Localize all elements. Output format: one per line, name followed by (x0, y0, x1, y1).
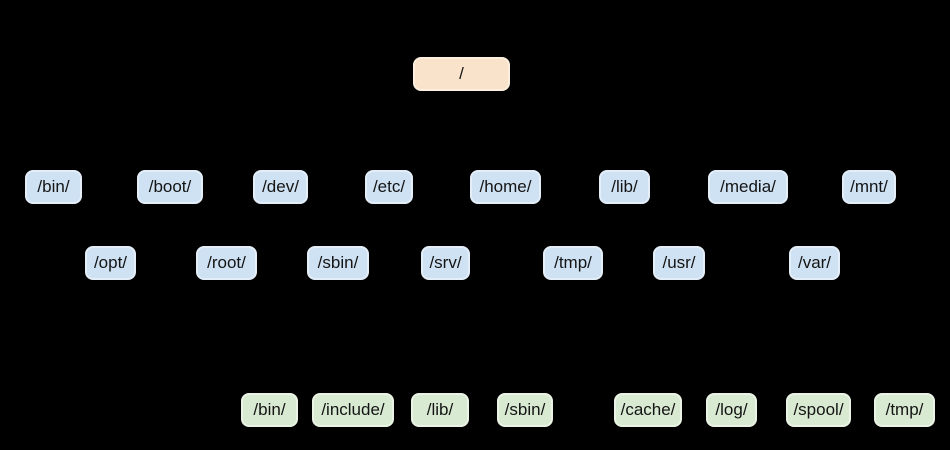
node-root: / (413, 57, 510, 91)
node-opt: /opt/ (85, 246, 136, 280)
node-var: /var/ (789, 246, 840, 280)
node-home: /home/ (470, 170, 541, 204)
node-lib: /lib/ (599, 170, 650, 204)
node-row3-tmp: /tmp/ (874, 393, 935, 427)
node-srv: /srv/ (421, 246, 470, 280)
node-sbin: /sbin/ (307, 246, 369, 280)
node-boot: /boot/ (137, 170, 203, 204)
node-row3-bin: /bin/ (241, 393, 298, 427)
node-row3-cache: /cache/ (614, 393, 682, 427)
node-root-dir: /root/ (196, 246, 257, 280)
node-row3-lib: /lib/ (411, 393, 469, 427)
node-usr: /usr/ (653, 246, 705, 280)
node-etc: /etc/ (365, 170, 413, 204)
node-row3-include: /include/ (312, 393, 394, 427)
node-tmp: /tmp/ (543, 246, 603, 280)
node-row3-sbin: /sbin/ (497, 393, 553, 427)
node-mnt: /mnt/ (842, 170, 896, 204)
node-row3-log: /log/ (706, 393, 757, 427)
node-bin: /bin/ (25, 170, 82, 204)
node-row3-spool: /spool/ (786, 393, 851, 427)
node-dev: /dev/ (253, 170, 308, 204)
node-media: /media/ (708, 170, 788, 204)
